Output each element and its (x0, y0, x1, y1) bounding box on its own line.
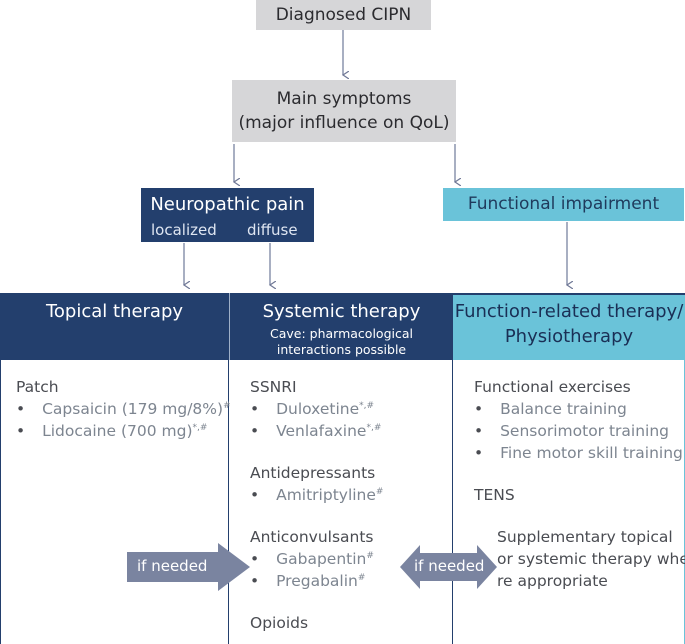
bullet: • (250, 572, 260, 590)
diagnosed-cipn-label: Diagnosed CIPN (275, 5, 412, 25)
drug-venlafaxine: Venlafaxine*,# (276, 422, 382, 440)
if-needed-right-label: if needed (414, 557, 485, 575)
systemic-group-ssnri: SSNRI (250, 378, 297, 396)
main-symptoms-box: Main symptoms (major influence on QoL) (232, 80, 456, 142)
neuropathic-localized-label: localized (151, 221, 217, 239)
main-symptoms-title: Main symptoms (276, 89, 412, 109)
if-needed-double-arrow-shape (400, 545, 497, 589)
list-item: • Fine motor skill training (474, 444, 683, 462)
systemic-therapy-title: Systemic therapy (262, 301, 421, 322)
topical-therapy-title: Topical therapy (45, 301, 184, 322)
bullet: • (250, 486, 260, 504)
if-needed-right-arrow-shape (127, 543, 250, 591)
systemic-therapy-header: Systemic therapy Cave: pharmacological i… (229, 293, 453, 360)
function-group-exercises: Functional exercises (474, 378, 631, 396)
bullet: • (250, 400, 260, 418)
list-item: • Duloxetine*,# (250, 400, 374, 418)
exercise-sensorimotor: Sensorimotor training (500, 422, 670, 440)
drug-pregabalin: Pregabalin# (276, 572, 366, 590)
bullet: • (16, 400, 26, 418)
functional-impairment-label: Functional impairment (467, 194, 660, 214)
drug-duloxetine: Duloxetine*,# (276, 400, 375, 418)
bullet: • (474, 400, 484, 418)
systemic-group-opioids: Opioids (250, 614, 309, 632)
list-item: • Pregabalin# (250, 572, 365, 590)
exercise-fine-motor: Fine motor skill training (500, 444, 683, 462)
list-item: • Sensorimotor training (474, 422, 669, 440)
bullet: • (16, 422, 26, 440)
list-item: • Balance training (474, 400, 627, 418)
drug-gabapentin: Gabapentin# (276, 550, 374, 568)
bullet: • (250, 550, 260, 568)
list-item: • Venlafaxine*,# (250, 422, 381, 440)
list-item: • Gabapentin# (250, 550, 374, 568)
if-needed-left-label: if needed (137, 557, 208, 575)
supplementary-line2: or systemic therapy whe- (497, 550, 685, 568)
systemic-group-antidepressants: Antidepressants (250, 464, 376, 482)
bullet: • (474, 422, 484, 440)
supplementary-line1: Supplementary topical (497, 528, 673, 546)
neuropathic-pain-box: Neuropathic pain localized diffuse (141, 188, 314, 242)
list-item: • Capsaicin (179 mg/8%)# (16, 400, 231, 418)
function-therapy-title-line1: Function-related therapy/ (454, 301, 684, 322)
systemic-caveat-line2: interactions possible (276, 342, 407, 357)
neuropathic-pain-title: Neuropathic pain (150, 194, 305, 215)
supplementary-line3: re appropriate (497, 572, 608, 590)
diagnosed-cipn-box: Diagnosed CIPN (256, 0, 431, 30)
function-tens: TENS (474, 486, 515, 504)
systemic-caveat-line1: Cave: pharmacological (270, 326, 413, 341)
function-therapy-header: Function-related therapy/ Physiotherapy (453, 293, 685, 360)
bullet: • (474, 444, 484, 462)
exercise-balance: Balance training (500, 400, 627, 418)
systemic-group-anticonvulsants: Anticonvulsants (250, 528, 374, 546)
main-symptoms-subtitle: (major influence on QoL) (238, 113, 450, 133)
list-item: • Lidocaine (700 mg)*,# (16, 422, 207, 440)
functional-impairment-box: Functional impairment (443, 188, 684, 221)
drug-capsaicin: Capsaicin (179 mg/8%)# (42, 400, 231, 418)
drug-lidocaine: Lidocaine (700 mg)*,# (42, 422, 208, 440)
topical-group-patch: Patch (16, 378, 59, 396)
neuropathic-diffuse-label: diffuse (247, 221, 298, 239)
function-therapy-title-line2: Physiotherapy (504, 326, 634, 347)
topical-therapy-header: Topical therapy (0, 293, 229, 360)
bullet: • (250, 422, 260, 440)
list-item: • Amitriptyline# (250, 486, 383, 504)
drug-amitriptyline: Amitriptyline# (276, 486, 384, 504)
topical-therapy-column (0, 360, 229, 644)
systemic-therapy-column (229, 360, 453, 644)
